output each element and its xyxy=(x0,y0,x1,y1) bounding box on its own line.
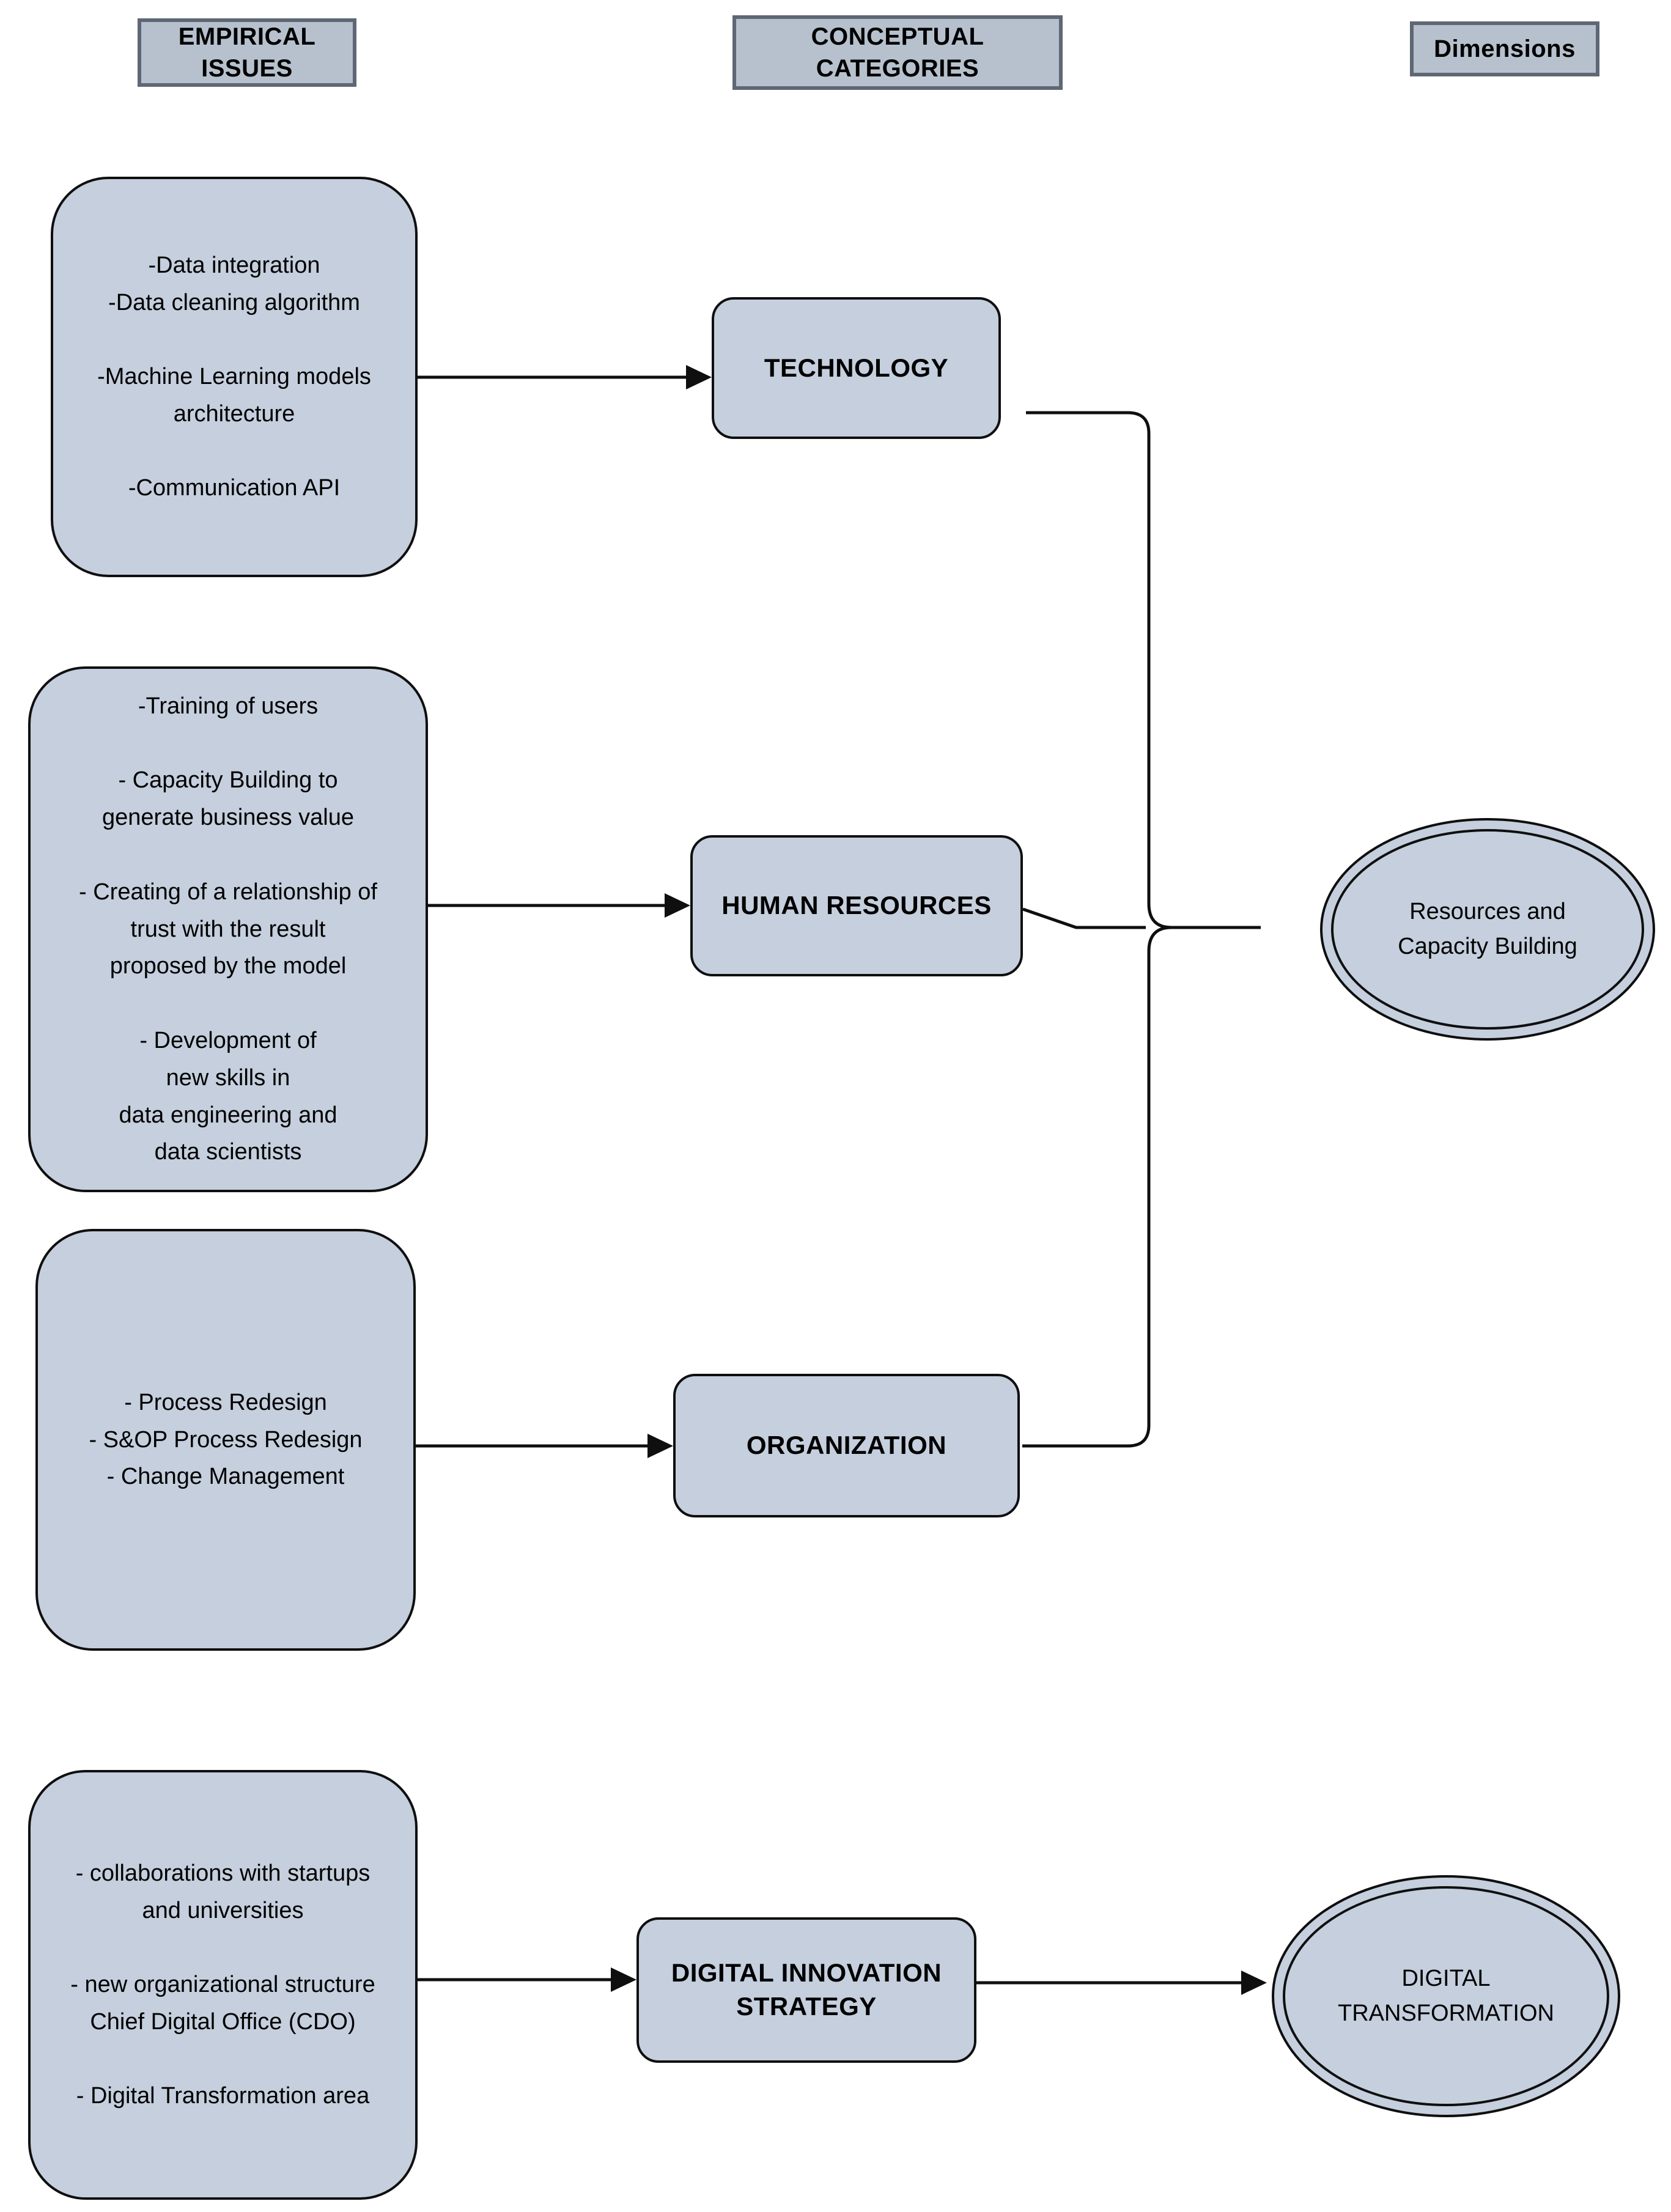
ellipse-transformation-outer xyxy=(1272,1875,1620,2117)
empirical-box-organization-issues: - Process Redesign- S&OP Process Redesig… xyxy=(35,1229,416,1651)
arrowhead-technology-icon xyxy=(686,365,712,389)
ellipse-resources-inner xyxy=(1331,829,1644,1030)
ellipse-transformation-inner xyxy=(1283,1886,1609,2106)
arrowhead-human-resources-icon xyxy=(665,893,690,918)
empirical-box-human-resources-issues: -Training of users- Capacity Building to… xyxy=(28,666,428,1192)
empirical-box-technology-issues: -Data integration-Data cleaning algorith… xyxy=(51,177,418,577)
column-header-dimensions: Dimensions xyxy=(1410,21,1599,76)
category-box-human-resources: HUMAN RESOURCES xyxy=(690,835,1023,976)
bracket-line-human-resources xyxy=(1022,907,1146,929)
category-box-technology: TECHNOLOGY xyxy=(712,297,1001,439)
bracket-line-organization xyxy=(1022,926,1172,1448)
arrowhead-strategy-icon xyxy=(611,1967,636,1992)
ellipse-resources-outer xyxy=(1320,818,1655,1041)
bracket-line-technology xyxy=(1026,411,1172,929)
category-box-organization: ORGANIZATION xyxy=(673,1374,1020,1517)
arrowhead-transformation-icon xyxy=(1241,1971,1267,1995)
arrowhead-organization-icon xyxy=(647,1434,673,1458)
